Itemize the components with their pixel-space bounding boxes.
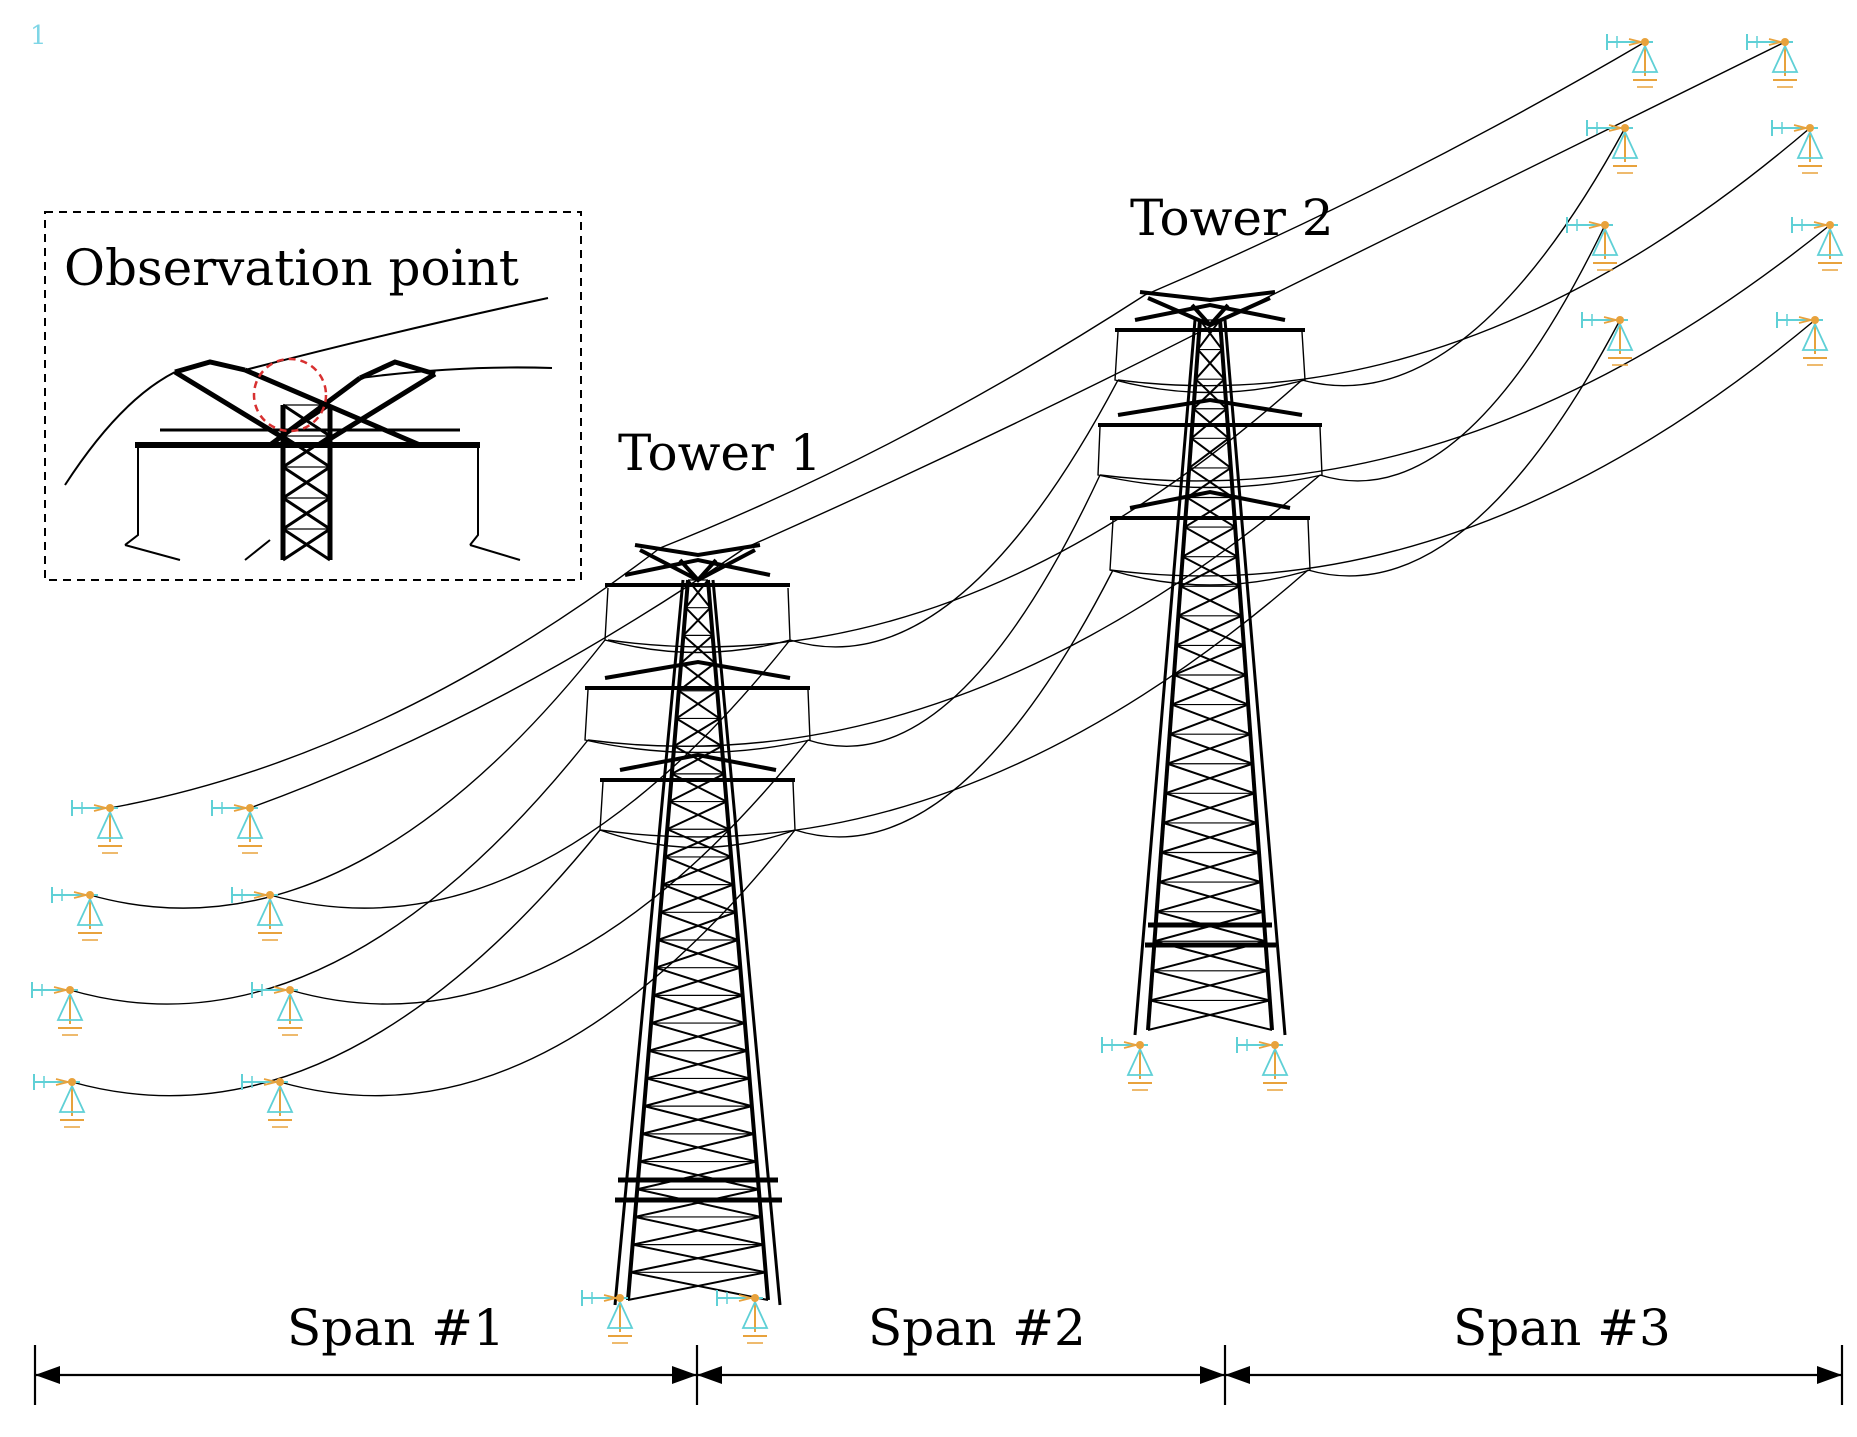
support-symbol — [1236, 1037, 1289, 1091]
support-symbol — [241, 1074, 294, 1128]
support-symbol — [71, 800, 124, 854]
support-symbol — [1586, 120, 1639, 174]
support-symbol — [1566, 217, 1619, 271]
support-symbol — [31, 982, 84, 1036]
support-symbol — [51, 887, 104, 941]
conductor-lines — [69, 41, 1831, 1097]
support-symbol — [1746, 34, 1799, 88]
inset-title: Observation point — [64, 239, 519, 297]
tower-1-label: Tower 1 — [618, 424, 822, 482]
tower-1-structure — [584, 543, 811, 1306]
span-arrowheads — [35, 1366, 1842, 1384]
support-symbol — [251, 982, 304, 1036]
support-symbol — [1101, 1037, 1154, 1091]
observation-inset: Observation point — [44, 211, 582, 581]
support-symbol — [1791, 217, 1844, 271]
span-2-label: Span #2 — [868, 1299, 1086, 1357]
support-symbol — [33, 1074, 86, 1128]
support-symbol — [581, 1290, 634, 1344]
tower-2-label: Tower 2 — [1130, 189, 1334, 247]
support-symbol — [1606, 34, 1659, 88]
span-dimensions — [33, 1345, 1844, 1405]
boundary-supports — [31, 34, 1844, 1344]
support-symbol — [716, 1290, 769, 1344]
tower-2-structure — [1097, 290, 1323, 1036]
span-3-label: Span #3 — [1453, 1299, 1671, 1357]
figure-marker: 1 — [30, 21, 47, 51]
span-1-label: Span #1 — [287, 1299, 505, 1357]
support-symbol — [231, 887, 284, 941]
support-symbol — [1776, 312, 1829, 366]
support-symbol — [211, 800, 264, 854]
observation-marker — [252, 357, 328, 433]
support-symbol — [1771, 120, 1824, 174]
support-symbol — [1581, 312, 1634, 366]
